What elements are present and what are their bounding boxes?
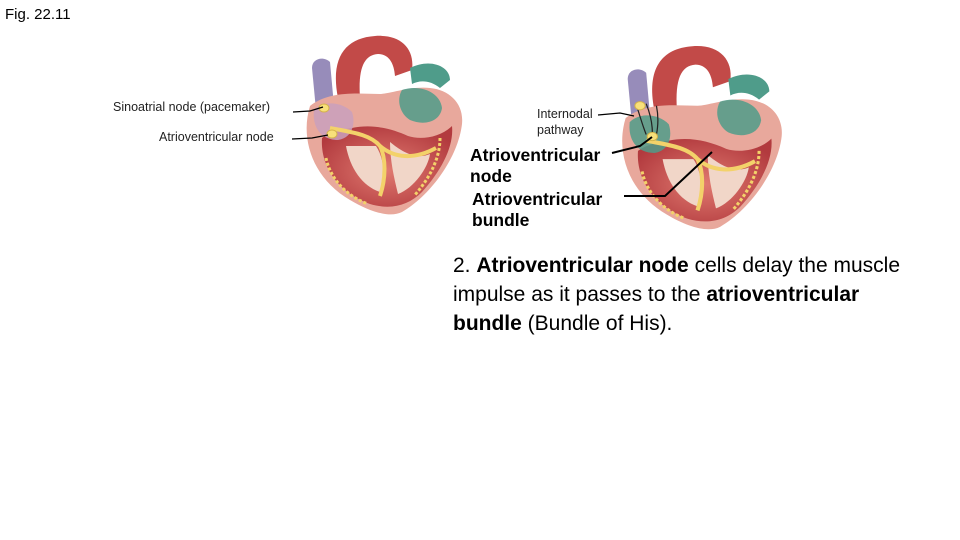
caption-text: 2. Atrioventricular node cells delay the… <box>453 251 923 338</box>
pathway-label-line1: Internodal <box>537 107 593 121</box>
caption-term-av-node: Atrioventricular node <box>476 254 689 277</box>
av-node-label-left: Atrioventricular node <box>159 130 274 144</box>
pulmonary-vessel-shape <box>728 74 770 100</box>
purkinje-fibers-path <box>324 137 442 206</box>
ventricle-cavity-shape <box>346 146 384 192</box>
caption-mid-text: cells delay the muscle impulse as it pas… <box>453 254 901 306</box>
left-atrium-shape <box>717 99 762 136</box>
av-bundle-label: Atrioventricular bundle <box>472 189 603 230</box>
caption-term-av-bundle: atrioventricular bundle <box>453 283 860 335</box>
internodal-pathway-label: Internodal pathway <box>537 106 593 138</box>
av-bundle-leader-line <box>624 151 713 197</box>
caption-end-text: (Bundle of His). <box>527 312 673 335</box>
aorta-shape <box>335 35 413 98</box>
left-atrium-shape <box>399 88 442 123</box>
conduction-bundle-path <box>378 144 437 158</box>
caption-number: 2. <box>453 254 471 277</box>
pulmonary-vessel-shape <box>410 63 450 88</box>
sa-node-label: Sinoatrial node (pacemaker) <box>113 100 271 114</box>
heart-illustration-left <box>306 35 463 215</box>
sa-node-leader-line <box>292 106 324 113</box>
av-node-label-right: Atrioventricular node <box>470 145 601 186</box>
purkinje-fibers-path <box>640 150 761 221</box>
av-node-leader-line-right <box>611 136 653 154</box>
sa-node-marker <box>634 101 646 111</box>
av-node-marker <box>326 129 338 139</box>
pathway-leader-line <box>597 112 635 117</box>
figure-label: Fig. 22.11 <box>5 6 71 23</box>
av-node-leader-line-left <box>291 134 329 140</box>
aorta-shape <box>652 46 731 110</box>
pathway-label-line2: pathway <box>537 123 584 137</box>
heart-illustration-right <box>622 46 782 230</box>
